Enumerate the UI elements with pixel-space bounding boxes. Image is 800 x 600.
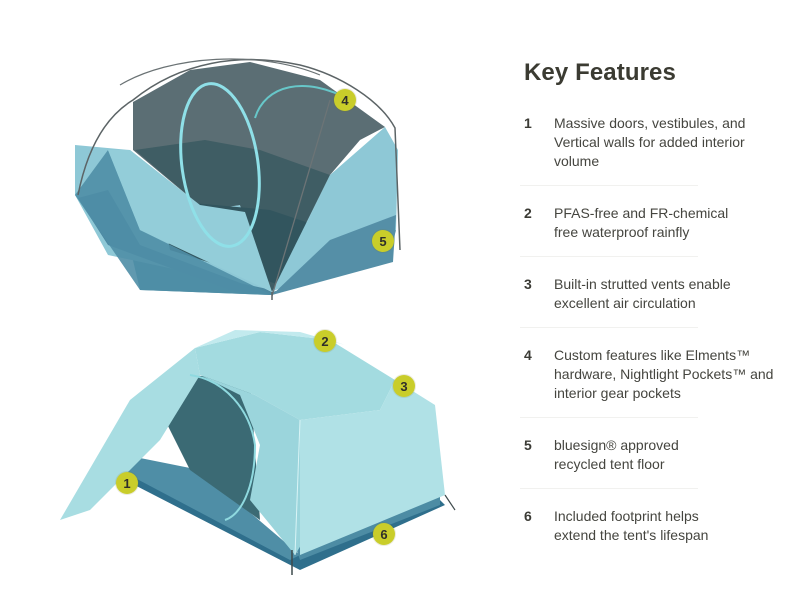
feature-item-2: 2 PFAS-free and FR-chemical free waterpr… (524, 204, 784, 242)
feature-text: Massive doors, vestibules, and Vertical … (554, 115, 746, 169)
divider (520, 488, 698, 489)
feature-text: bluesign® approved recycled tent floor (554, 437, 679, 472)
feature-item-3: 3 Built-in strutted vents enable excelle… (524, 275, 784, 313)
feature-text: PFAS-free and FR-chemical free waterproo… (554, 205, 729, 240)
feature-number: 3 (524, 276, 532, 292)
marker-1: 1 (116, 472, 138, 494)
feature-item-1: 1 Massive doors, vestibules, and Vertica… (524, 114, 784, 171)
feature-item-5: 5 bluesign® approved recycled tent floor (524, 436, 784, 474)
tent-illustrations: 4 5 2 3 1 6 (60, 58, 456, 575)
divider (520, 417, 698, 418)
marker-3: 3 (393, 375, 415, 397)
feature-text: Built-in strutted vents enable excellent… (554, 276, 731, 311)
marker-6: 6 (373, 523, 395, 545)
marker-5: 5 (372, 230, 394, 252)
feature-number: 2 (524, 205, 532, 221)
features-title: Key Features (524, 59, 676, 86)
feature-text: Custom features like Elments™ hardware, … (554, 347, 774, 401)
key-features-panel: Key Features 1 Massive doors, vestibules… (520, 58, 784, 545)
divider (520, 327, 698, 328)
feature-number: 5 (524, 437, 532, 453)
divider (520, 185, 698, 186)
feature-item-4: 4 Custom features like Elments™ hardware… (524, 346, 784, 403)
feature-text: Included footprint helps extend the tent… (554, 508, 709, 543)
marker-4: 4 (334, 89, 356, 111)
inner-tent-image (60, 58, 456, 575)
feature-number: 4 (524, 347, 532, 363)
divider (520, 256, 698, 257)
feature-item-6: 6 Included footprint helps extend the te… (524, 507, 784, 545)
marker-2: 2 (314, 330, 336, 352)
feature-number: 6 (524, 508, 532, 524)
feature-number: 1 (524, 115, 532, 131)
